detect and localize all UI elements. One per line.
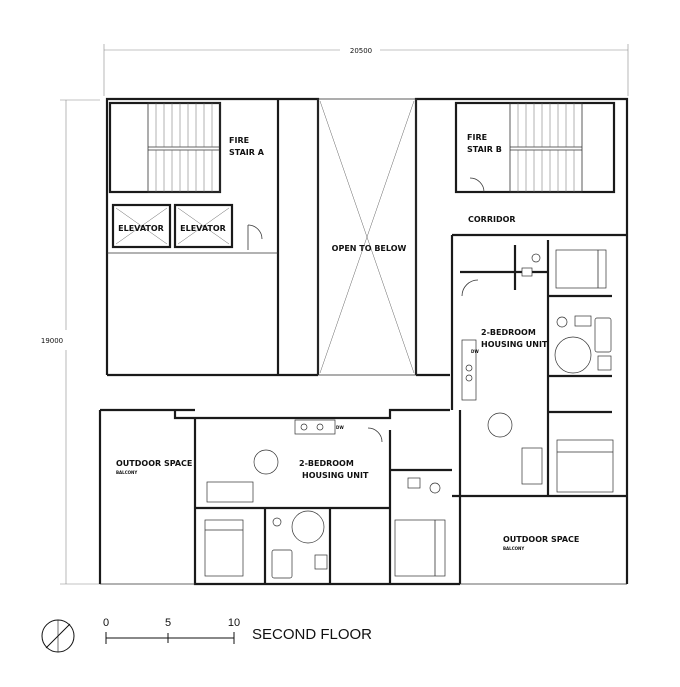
- south-unit-label-2: HOUSING UNIT: [302, 471, 369, 480]
- north-arrow-icon: [41, 619, 75, 653]
- outer-walls: [98, 97, 629, 586]
- outdoor-west-label: OUTDOOR SPACE: [116, 459, 192, 468]
- fire-stair-b-label-1: FIRE: [467, 133, 487, 142]
- width-dimension: 20500: [350, 47, 372, 55]
- scale-tick-10: 10: [228, 617, 240, 629]
- scale-tick-0: 0: [103, 617, 109, 629]
- outdoor-east-label: OUTDOOR SPACE: [503, 535, 579, 544]
- east-unit-label-2: HOUSING UNIT: [481, 340, 548, 349]
- open-to-below-label: OPEN TO BELOW: [332, 244, 407, 253]
- south-unit-interior: [195, 419, 452, 584]
- east-unit-label-1: 2-BEDROOM: [481, 328, 536, 337]
- fire-stair-a-label-2: STAIR A: [229, 148, 265, 157]
- scale-tick-5: 5: [165, 617, 171, 629]
- dishwasher-label-east: DW: [471, 349, 479, 354]
- south-unit-label-1: 2-BEDROOM: [299, 459, 354, 468]
- dishwasher-label-south: DW: [336, 425, 344, 430]
- fire-stair-b: [454, 101, 616, 194]
- fire-stair-a-label-1: FIRE: [229, 136, 249, 145]
- fire-stair-a: [108, 101, 222, 194]
- east-unit-interior: [460, 240, 614, 496]
- drawing-title: SECOND FLOOR: [252, 626, 372, 643]
- outdoor-west-sublabel: BALCONY: [116, 470, 137, 475]
- height-dimension: 19000: [41, 337, 63, 345]
- scale-bar: [105, 632, 235, 644]
- elevator-1-label: ELEVATOR: [118, 224, 164, 233]
- dimension-lines: [60, 44, 629, 585]
- open-to-below-void: [319, 100, 415, 374]
- elevator-shafts: [111, 203, 263, 250]
- elevator-2-label: ELEVATOR: [180, 224, 226, 233]
- corridor-label: CORRIDOR: [468, 215, 516, 224]
- fire-stair-b-label-2: STAIR B: [467, 145, 502, 154]
- outdoor-east-sublabel: BALCONY: [503, 546, 524, 551]
